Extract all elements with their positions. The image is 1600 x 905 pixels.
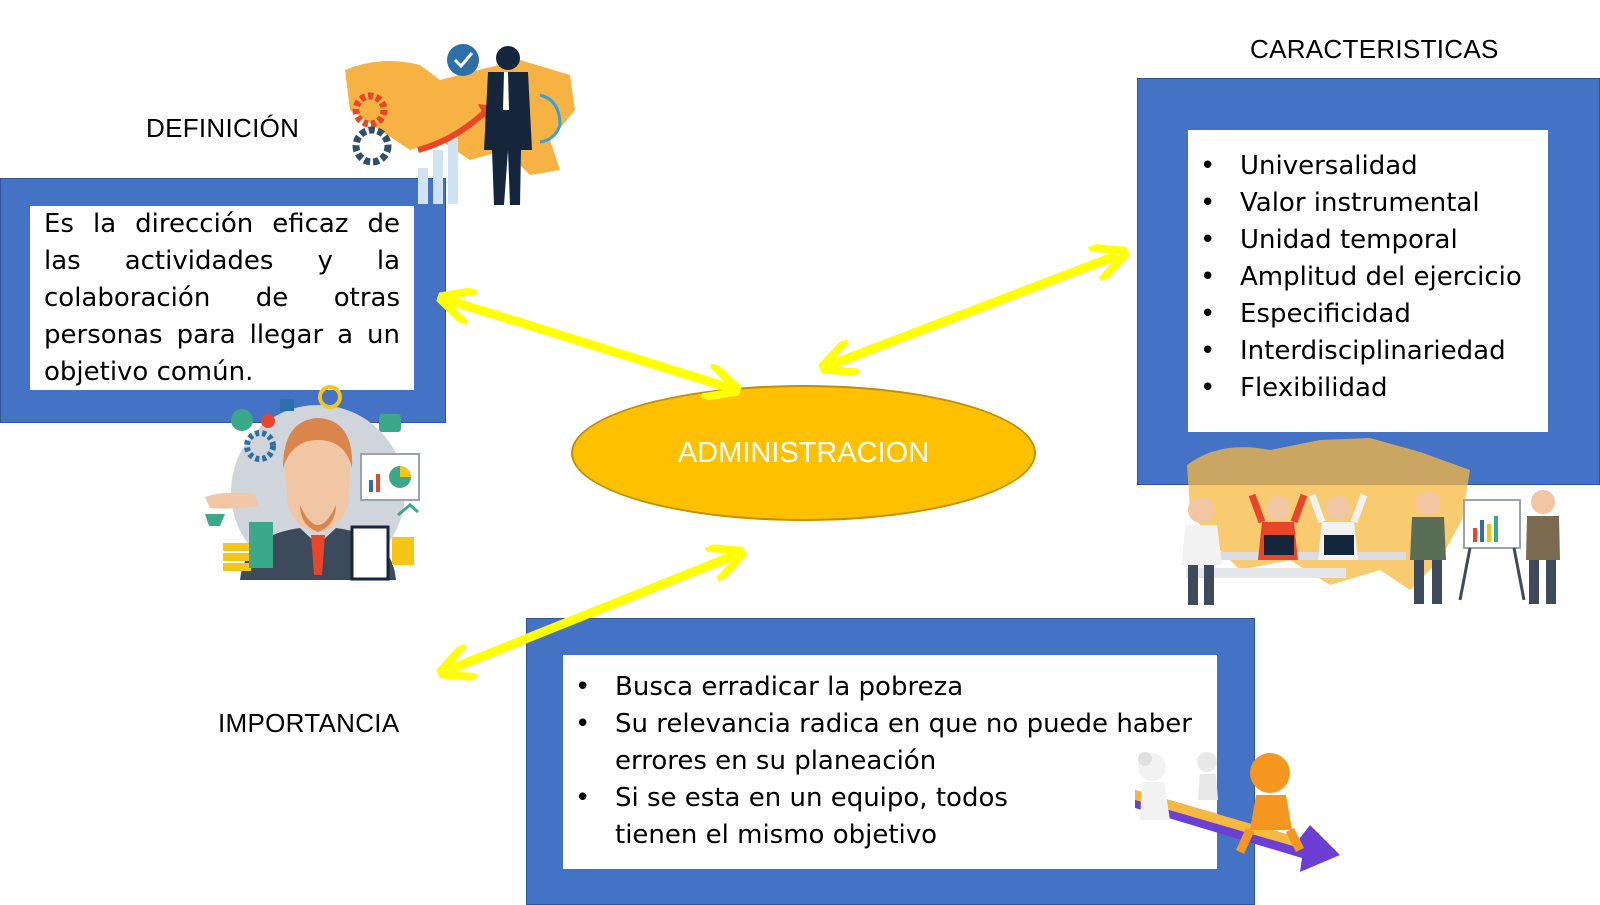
importancia-item: Su relevancia radica en que no puede hab…	[563, 706, 1197, 780]
caracteristica-item: Flexibilidad	[1188, 370, 1548, 407]
caracteristicas-heading: CARACTERISTICAS	[1250, 34, 1499, 64]
administracion-label: ADMINISTRACION	[677, 436, 930, 469]
caracteristica-item: Interdisciplinariedad	[1188, 333, 1548, 370]
leader-arrow-illustration	[1135, 752, 1340, 872]
definicion-text-box: Es la dirección eficaz de las actividade…	[30, 206, 414, 390]
business-world-illustration	[345, 44, 575, 205]
caracteristica-item: Universalidad	[1188, 148, 1548, 185]
importancia-heading: IMPORTANCIA	[218, 708, 400, 738]
arrow-caracteristicas	[830, 255, 1118, 365]
caracteristicas-list-box: Universalidad Valor instrumental Unidad …	[1188, 130, 1548, 432]
caracteristica-item: Valor instrumental	[1188, 185, 1548, 222]
arrow-definicion	[448, 300, 730, 388]
definicion-heading: DEFINICIÓN	[146, 113, 300, 143]
arrow-importancia	[448, 555, 735, 670]
definicion-text: Es la dirección eficaz de las actividade…	[44, 209, 400, 387]
importancia-item: Si se esta en un equipo, todos tienen el…	[563, 780, 1197, 854]
caracteristica-item: Especificidad	[1188, 296, 1548, 333]
business-avatar-illustration	[205, 385, 420, 581]
team-meeting-illustration	[1182, 438, 1560, 605]
caracteristica-item: Unidad temporal	[1188, 222, 1548, 259]
caracteristica-item: Amplitud del ejercicio	[1188, 259, 1548, 296]
administracion-ellipse: ADMINISTRACION	[571, 385, 1036, 521]
importancia-list-box: Busca erradicar la pobreza Su relevancia…	[563, 655, 1217, 869]
